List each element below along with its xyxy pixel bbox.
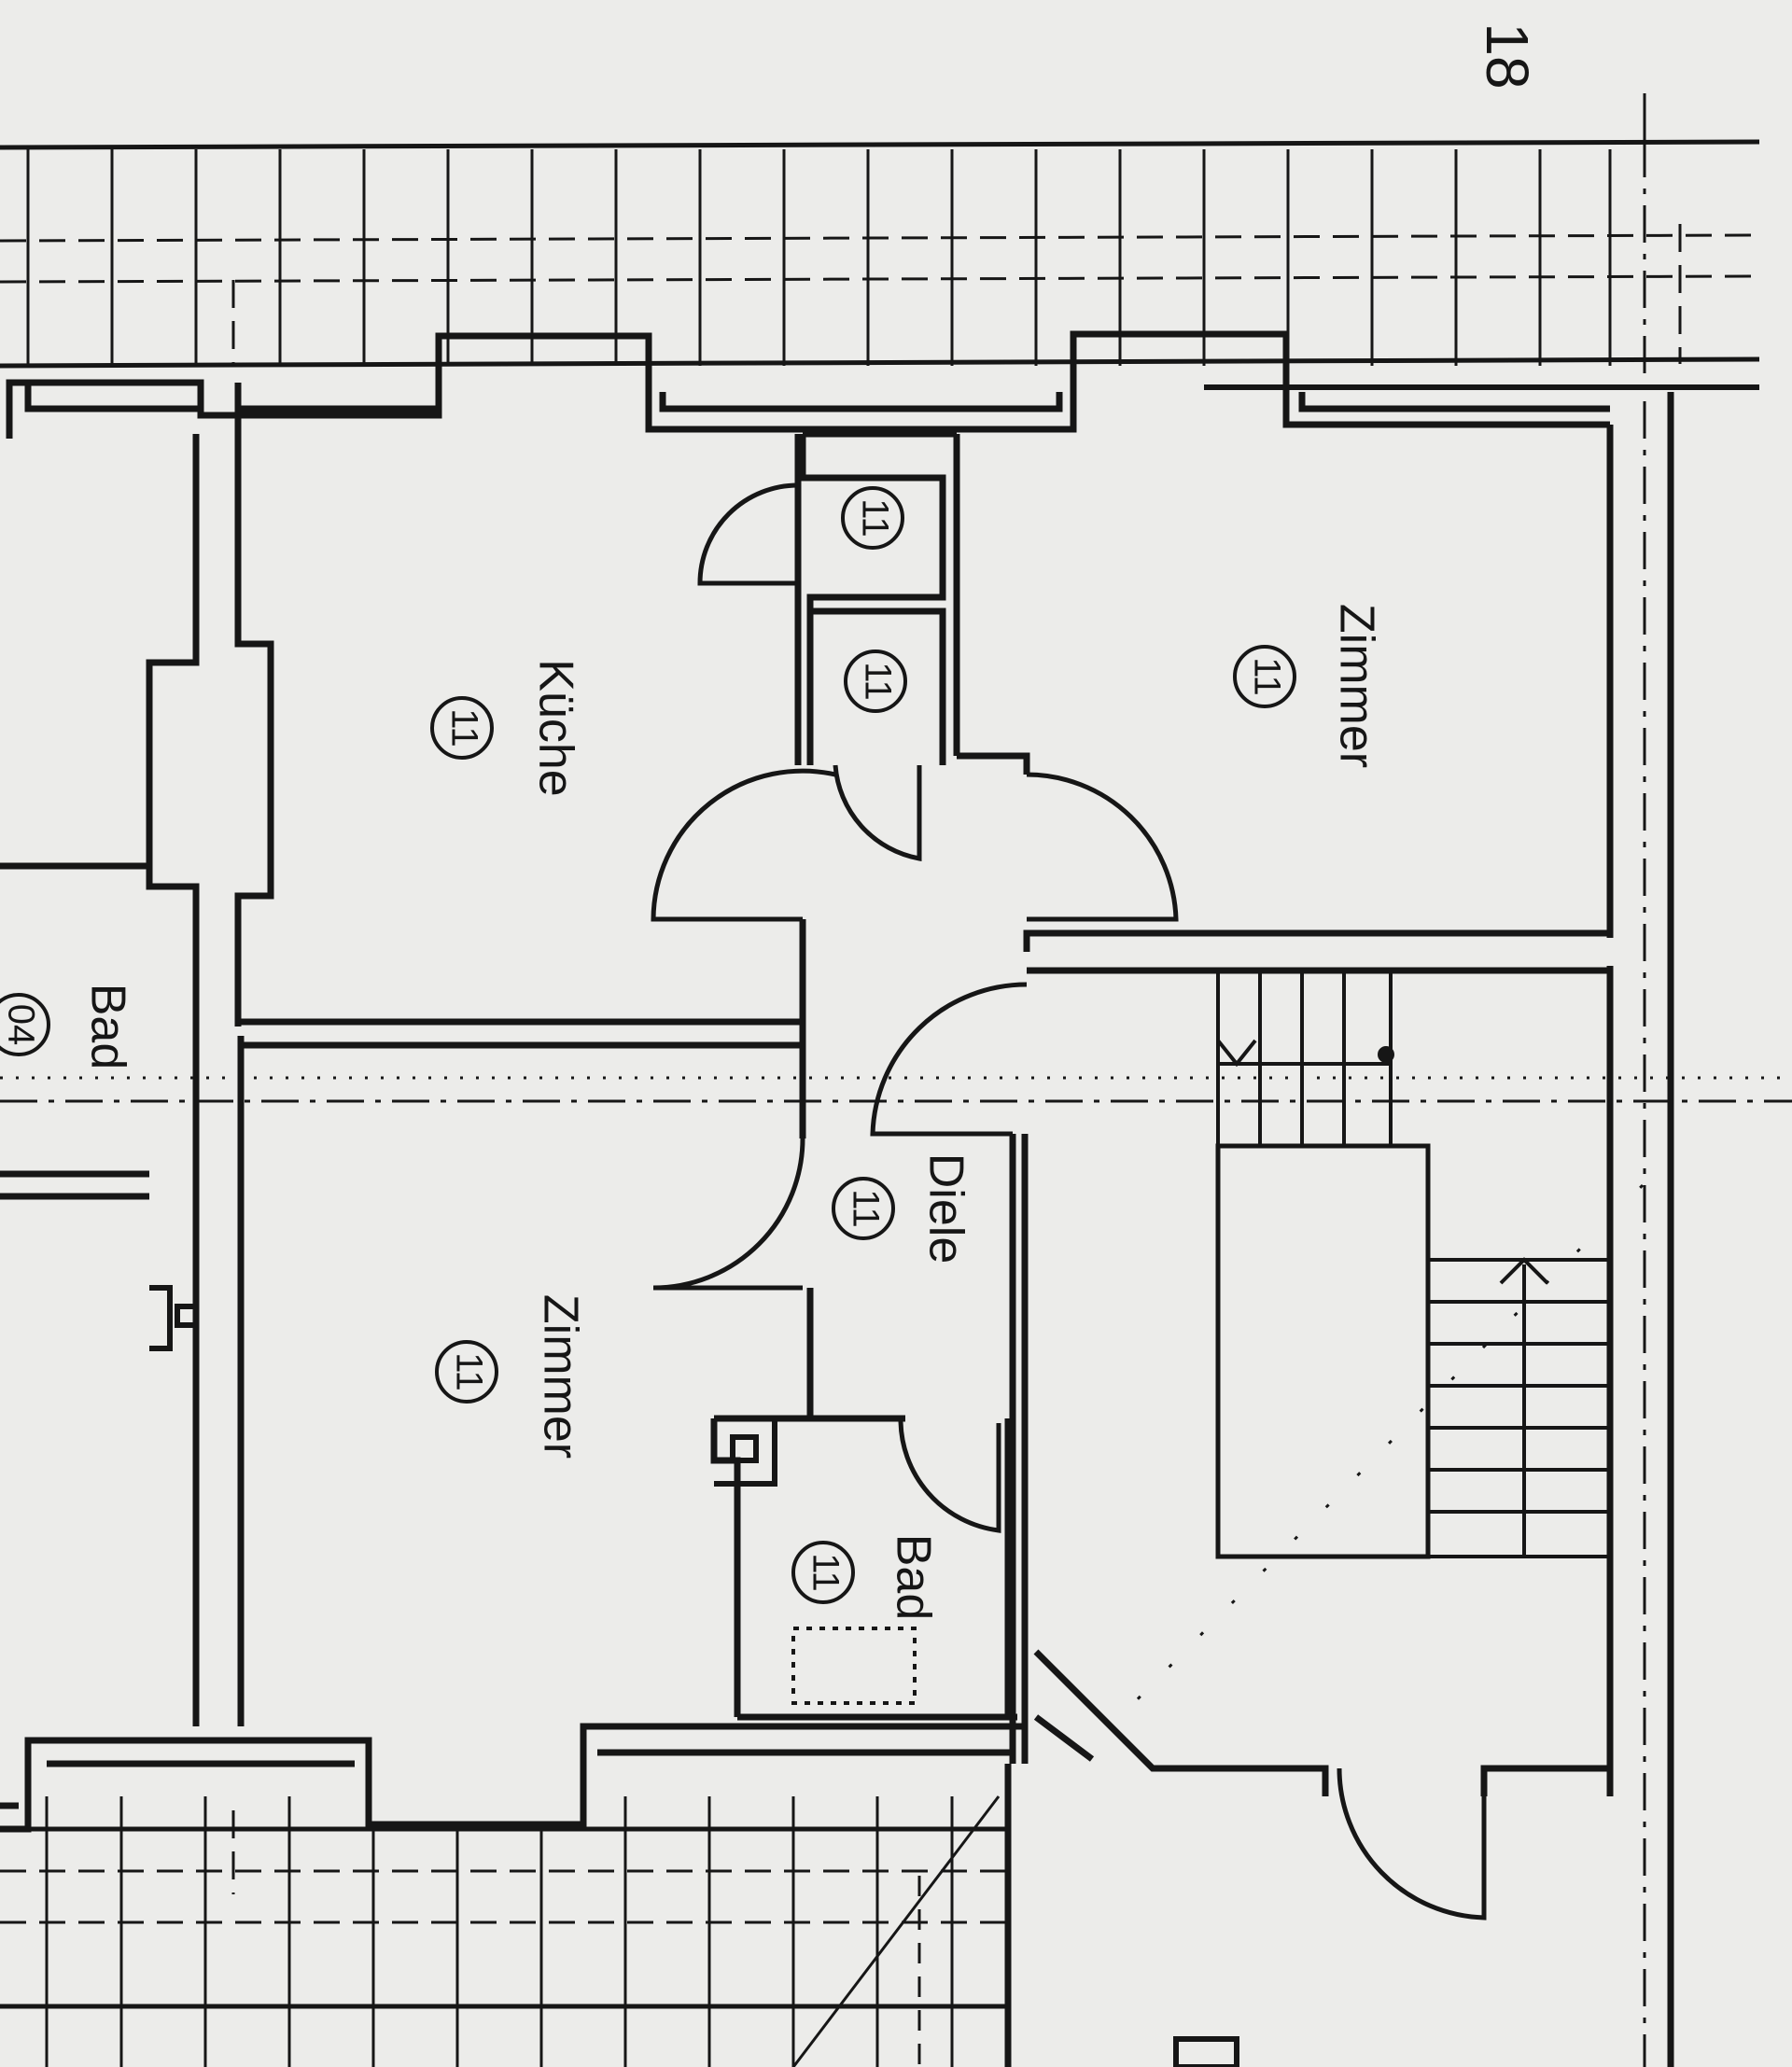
room-name: Bad: [886, 1534, 940, 1621]
room-kueche: Küche 11: [430, 659, 582, 797]
room-name: Bad: [80, 984, 134, 1070]
room-number: 11: [443, 708, 484, 747]
axis-lines: [0, 140, 1792, 2067]
doors: [651, 482, 1487, 1920]
room-name: Diele: [918, 1153, 973, 1264]
room-number: 11: [805, 1553, 846, 1592]
walls: [0, 330, 1674, 2067]
room-number: 11: [845, 1189, 886, 1228]
room-name: Zimmer: [533, 1294, 587, 1459]
staircase: [1215, 969, 1610, 1559]
room-zimmer-bottom: Zimmer 11: [435, 1294, 587, 1459]
shafts: [149, 1285, 1239, 2067]
shower-tray: [791, 1627, 917, 1705]
closet-1: 11: [841, 486, 904, 550]
room-number: 11: [448, 1352, 489, 1391]
room-bad: Bad 11: [791, 1534, 940, 1621]
room-number: 04: [0, 1004, 41, 1046]
room-number: 11: [1246, 657, 1287, 696]
room-zimmer-top: Zimmer 11: [1233, 604, 1383, 768]
room-number: 11: [857, 662, 898, 701]
page-number: 18: [1474, 22, 1541, 89]
room-name: Küche: [528, 659, 582, 796]
room-number: 11: [854, 498, 895, 538]
room-diele: Diele 11: [832, 1153, 973, 1264]
room-name: Zimmer: [1329, 604, 1383, 768]
room-bad-neighbor: Bad 04: [0, 984, 134, 1070]
top-balcony: [0, 139, 1760, 390]
closet-2: 11: [844, 649, 907, 713]
bottom-balcony: [0, 1795, 1008, 2067]
